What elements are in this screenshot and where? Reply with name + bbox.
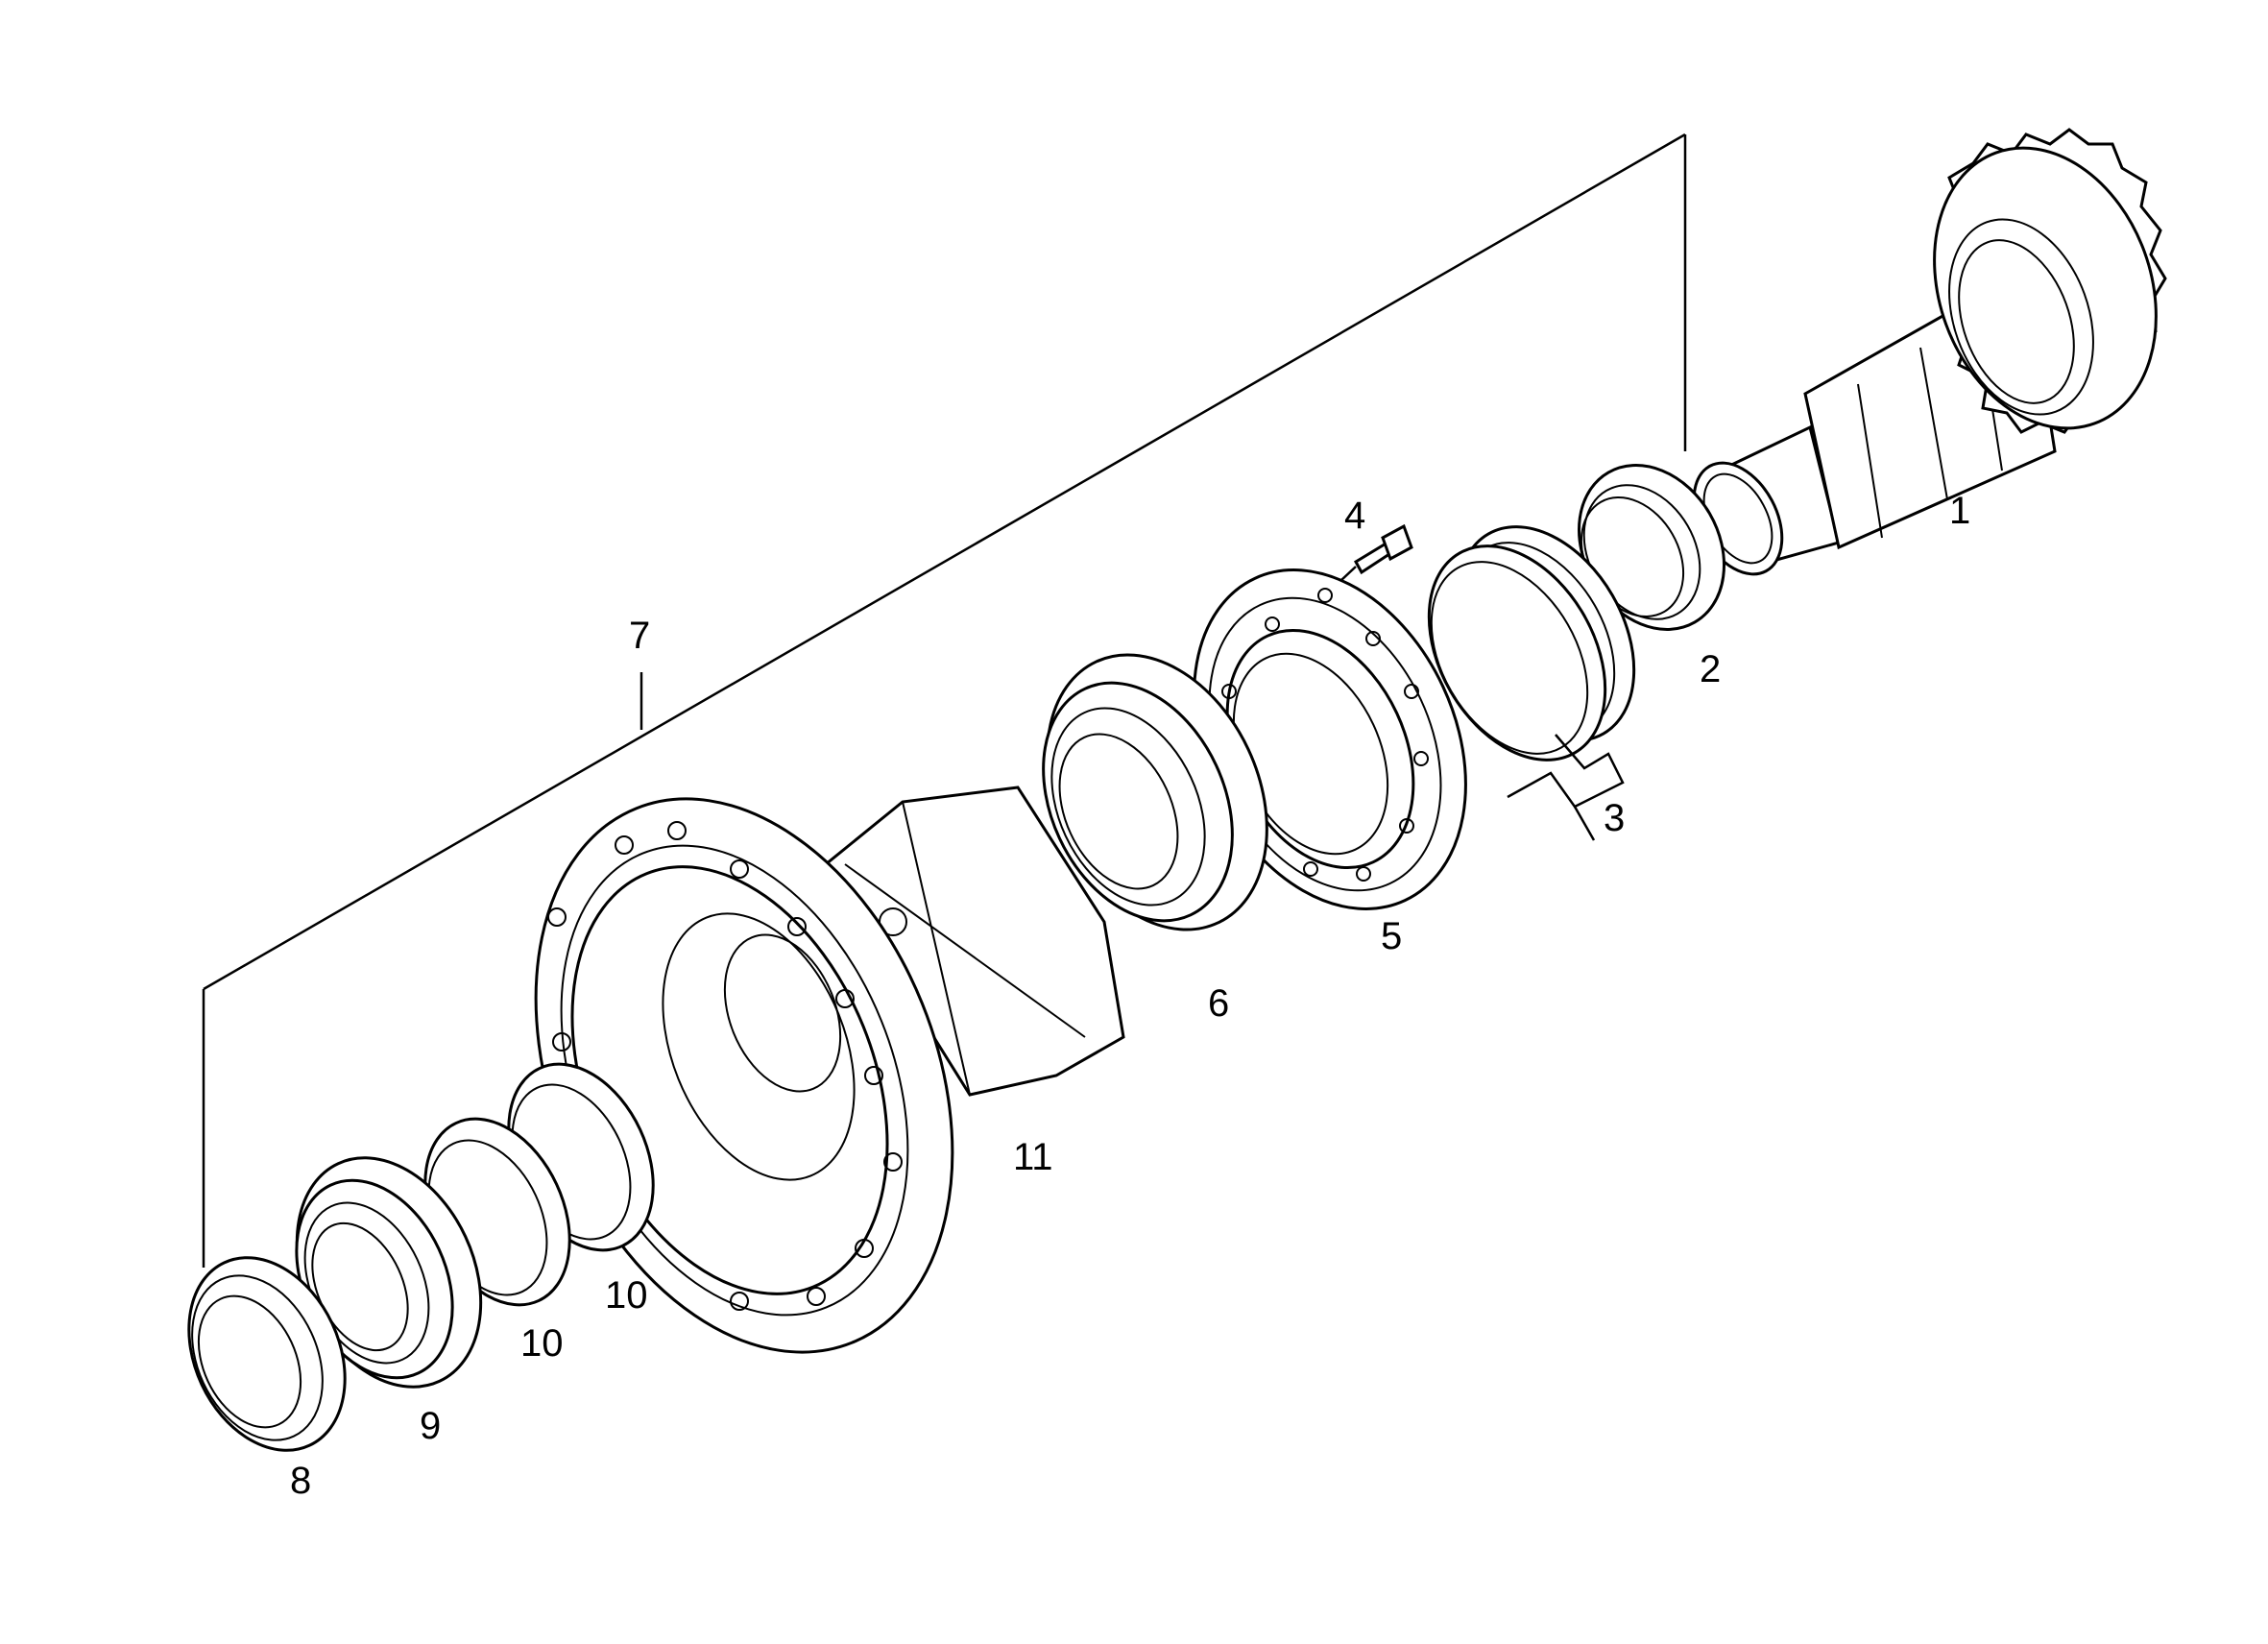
callout-9: 9 (420, 1405, 441, 1447)
callout-7: 7 (629, 615, 650, 657)
part-pinion-shaft (1692, 128, 2167, 576)
callout-8: 8 (290, 1460, 311, 1502)
part-bolt-4 (1324, 523, 1413, 596)
part-seal-rings-3 (1427, 525, 1636, 841)
callout-10b: 10 (520, 1322, 564, 1365)
callout-2: 2 (1700, 648, 1721, 690)
part-seal-8 (187, 1256, 347, 1452)
callout-3: 3 (1604, 797, 1625, 839)
callout-5: 5 (1381, 915, 1402, 957)
assembly-bracket-7 (202, 133, 1687, 1268)
callout-6: 6 (1208, 982, 1229, 1025)
part-bearing-6 (1042, 653, 1268, 931)
callout-10a: 10 (605, 1274, 648, 1317)
callout-11: 11 (1013, 1136, 1053, 1178)
callout-1: 1 (1949, 490, 1970, 532)
callout-4: 4 (1344, 495, 1365, 537)
